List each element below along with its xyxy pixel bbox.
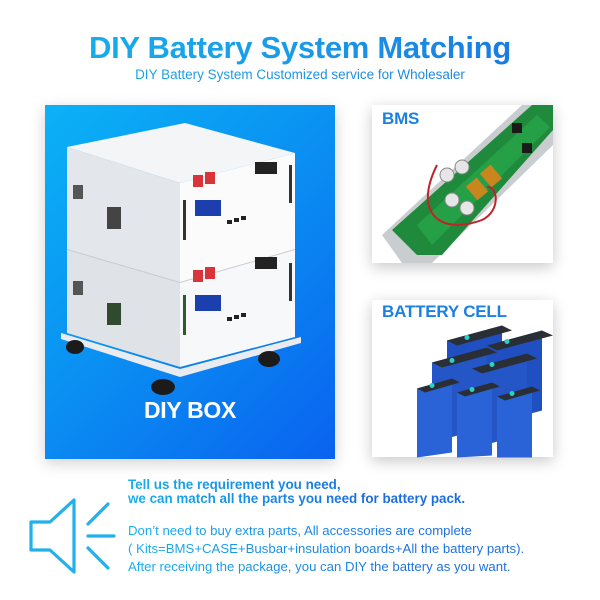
- bms-label: BMS: [382, 109, 420, 128]
- requirement-text: Tell us the requirement you need, we can…: [128, 478, 465, 506]
- battery-cell-label: BATTERY CELL: [382, 302, 507, 321]
- page-title: DIY Battery System Matching: [0, 30, 600, 66]
- battery-cell-card: BATTERY CELL: [372, 300, 553, 458]
- diy-box-panel: DIY BOX: [45, 105, 335, 459]
- bms-board-image: [382, 105, 553, 263]
- requirement-line-2: we can match all the parts you need for …: [128, 491, 466, 506]
- description-text: Don’t need to buy extra parts, All acces…: [128, 522, 524, 576]
- battery-cells-image: [417, 325, 553, 458]
- description-line-1: Don’t need to buy extra parts, All acces…: [128, 523, 472, 538]
- description-line-3: After receiving the package, you can DIY…: [128, 559, 511, 574]
- diy-box-label: DIY BOX: [143, 397, 237, 423]
- callout-pointer: [352, 164, 374, 206]
- bms-card: BMS: [372, 105, 553, 263]
- description-line-2: ( Kits=BMS+CASE+Busbar+insulation boards…: [128, 541, 525, 556]
- speaker-icon: [29, 498, 116, 574]
- battery-cabinet-image: [61, 123, 301, 395]
- page-subtitle: DIY Battery System Customized service fo…: [0, 67, 600, 82]
- requirement-line-1: Tell us the requirement you need,: [128, 477, 341, 492]
